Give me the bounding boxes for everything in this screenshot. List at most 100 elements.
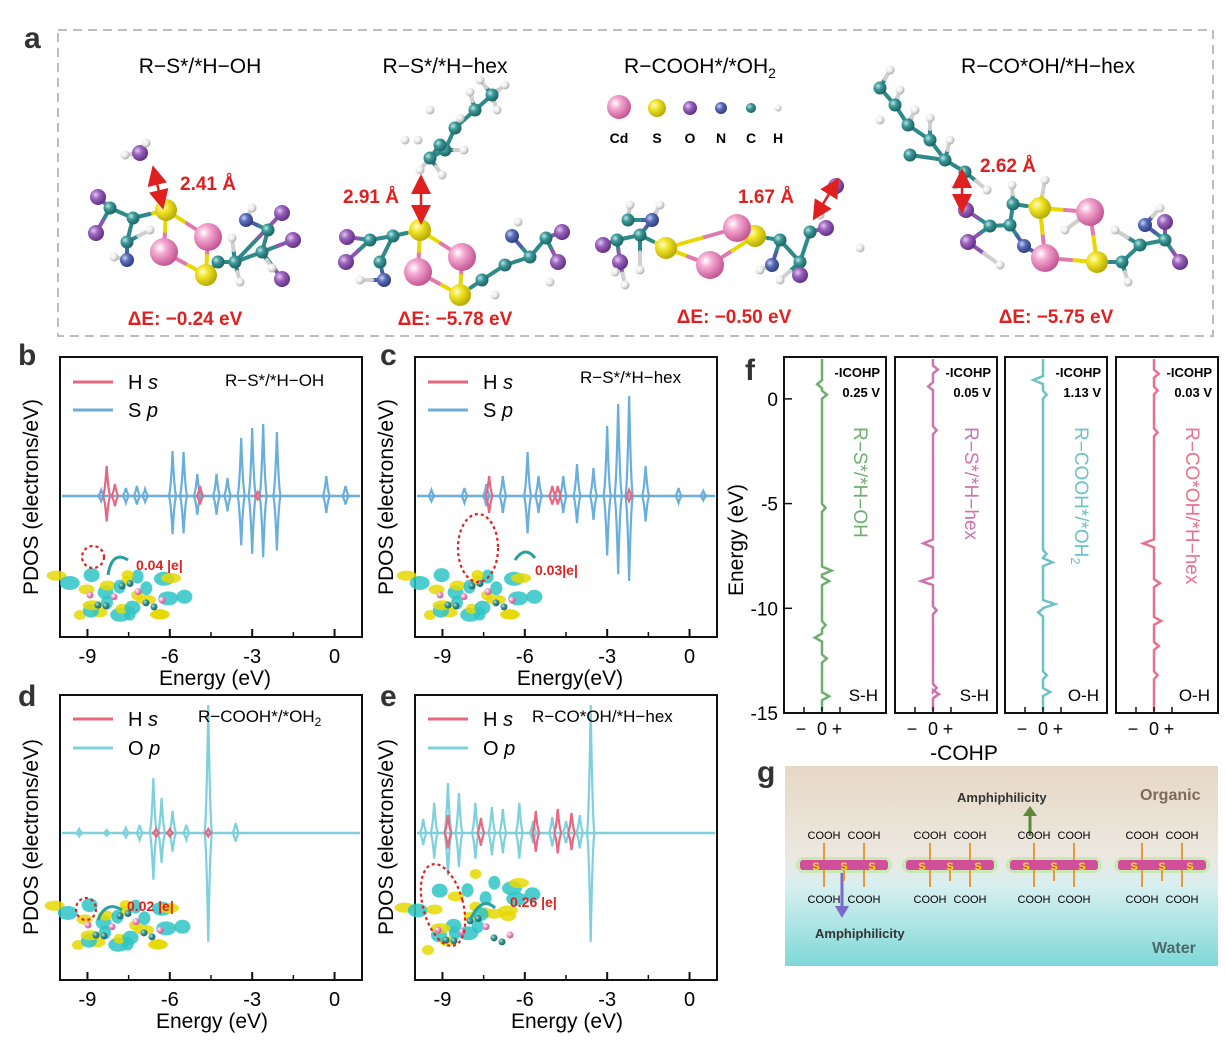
structure-1-delta-e: ΔE: −0.24 eV (128, 309, 243, 330)
legend-cd-label: Cd (610, 130, 629, 146)
mol4-atom-h (875, 115, 885, 125)
mol2-atom-n (377, 273, 391, 287)
inset-d-atom (132, 918, 140, 926)
mol4-atom-h (925, 113, 935, 123)
mol3-atom-h (755, 265, 765, 275)
panel-letter-g: g (757, 756, 775, 789)
mol2-atom-o (554, 224, 570, 240)
pdos-e-p-peak (429, 802, 440, 859)
inset-c-isosurface (424, 610, 436, 620)
pdos-c-charge-inset (396, 568, 543, 622)
mol1-atom-c (103, 201, 117, 215)
mol3-atom-h (775, 275, 785, 285)
mol4-atom-h (1060, 225, 1070, 235)
pdos-b-legend-s: S p (128, 400, 158, 422)
inset-d-isosurface (159, 903, 180, 914)
pdos-c-xlabel: Energy(eV) (517, 667, 623, 690)
cohp-name-2: R−S*/*H−hex (960, 427, 981, 541)
pdos-e-p-peak (486, 806, 497, 856)
inset-b-atom (94, 601, 102, 609)
pdos-c-legend-h: H s (483, 372, 513, 394)
mol1-atom-h (145, 225, 155, 235)
cohp-bond-3: O-H (1068, 686, 1099, 705)
mol1-molecule (88, 138, 301, 287)
inset-d-atom (84, 921, 92, 929)
pdos-d-p-peak (135, 824, 144, 844)
mol4-atom-h (1155, 203, 1165, 213)
cohp-icohp-label-1: -ICOHP (835, 365, 881, 380)
cohp-xtick-label: + (832, 719, 843, 739)
pdos-e-xtick-label: -9 (434, 989, 452, 1011)
pdos-b-h-peak (101, 465, 112, 522)
rod-sulfur-label: S (868, 861, 875, 873)
mol3-atom-c (773, 233, 787, 247)
pdos-e-xtick-label: -3 (598, 989, 616, 1011)
inset-b-atom (126, 579, 134, 587)
pdos-e-xlabel: Energy (eV) (511, 1010, 623, 1033)
mol4-molecule (873, 65, 1188, 287)
mol1-atom-c (228, 255, 242, 269)
pdos-e-h-peak (531, 810, 541, 852)
cohp-xtick-label: 0 (817, 719, 827, 739)
pdos-c-xtick-label: -3 (598, 646, 616, 668)
mol2-atom-h (513, 217, 523, 227)
legend-cd-icon (607, 95, 631, 119)
mol4-atom-h (1007, 180, 1017, 190)
mol1-atom-n (239, 213, 253, 227)
cohp-name-1: R−S*/*H−OH (849, 427, 870, 538)
mol2-atom-c (448, 121, 462, 135)
mol2-atom-h (425, 105, 435, 115)
mol1-atom-h (235, 277, 245, 287)
pdos-b-curves (62, 423, 360, 558)
cooh-label-bottom: COOH (1018, 894, 1051, 906)
inset-b-atom (118, 582, 126, 590)
mol4-atom-c (983, 219, 997, 233)
mol4-atom-o (960, 234, 976, 250)
legend-s-label: S (652, 130, 661, 146)
pdos-c-p-peak (522, 451, 533, 534)
mol4-atom-s (1029, 197, 1051, 219)
pdos-d-charge-inset (44, 898, 191, 952)
pdos-e-charge: 0.26 |e| (510, 894, 557, 910)
cohp-bond-2: S-H (960, 686, 989, 705)
mol3-atom-h (655, 200, 665, 210)
legend-o-icon (683, 101, 697, 115)
mol3-molecule (595, 178, 865, 290)
mol2-atom-h (465, 87, 475, 97)
pdos-e-xtick-label: 0 (684, 989, 695, 1011)
inset-b-atom (142, 599, 150, 607)
structure-4-distance: 2.62 Å (980, 156, 1036, 177)
mol2-atom-h (475, 75, 485, 85)
panel-g: g Organic Water Amphiphilicity Amphiphil… (757, 756, 1218, 966)
structure-1-distance: 2.41 Å (180, 174, 236, 195)
legend-n-label: N (716, 130, 726, 146)
cohp-xtick-label: + (1053, 719, 1064, 739)
structure-2-title: R−S*/*H−hex (383, 55, 508, 78)
pdos-d-legend-h: H s (128, 709, 158, 731)
inset-c-atom (444, 601, 452, 609)
inset-e-isosurface (488, 875, 501, 890)
pdos-d-curves (62, 704, 360, 942)
panel-letter-d: d (18, 680, 36, 713)
inset-c-isosurface (490, 581, 503, 596)
pdos-c-charge: 0.03|e| (535, 562, 578, 578)
inset-b-isosurface (59, 575, 80, 590)
pdos-b-p-peak (222, 477, 233, 512)
legend-c-icon (746, 103, 756, 113)
inset-b-isosurface (46, 570, 67, 581)
structure-3-delta-e: ΔE: −0.50 eV (677, 307, 792, 328)
charge-transfer-arrow (96, 905, 123, 921)
mol2-atom-h (413, 135, 423, 145)
cooh-label-bottom: COOH (1126, 894, 1159, 906)
mol2-atom-h (492, 105, 502, 115)
inset-d-isosurface (72, 940, 84, 950)
pdos-e-xtick-label: -6 (516, 989, 534, 1011)
mol2-atom-c (523, 250, 537, 264)
charge-highlight-circle (80, 544, 106, 570)
inset-c-isosurface (449, 580, 466, 591)
distance-arrow-1 (147, 165, 169, 210)
